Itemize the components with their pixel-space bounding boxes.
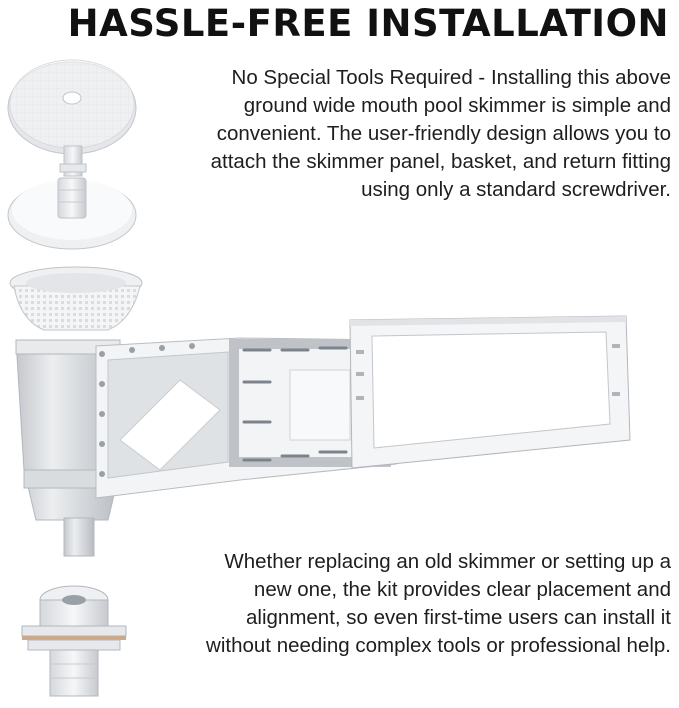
return-fitting: [21, 585, 127, 697]
vacuum-plate: [7, 145, 137, 250]
face-plate: [349, 315, 631, 469]
skimmer-lid: [7, 59, 137, 155]
skimmer-body: [15, 339, 121, 557]
page-title: HASSLE-FREE INSTALLATION: [67, 2, 669, 45]
skimmer-basket: [9, 266, 143, 331]
intro-paragraph: No Special Tools Required - Installing t…: [210, 66, 671, 201]
placement-paragraph: Whether replacing an old skimmer or sett…: [206, 550, 671, 657]
skimmer-kit-illustration: [7, 59, 631, 697]
mounting-frame: [95, 337, 397, 499]
